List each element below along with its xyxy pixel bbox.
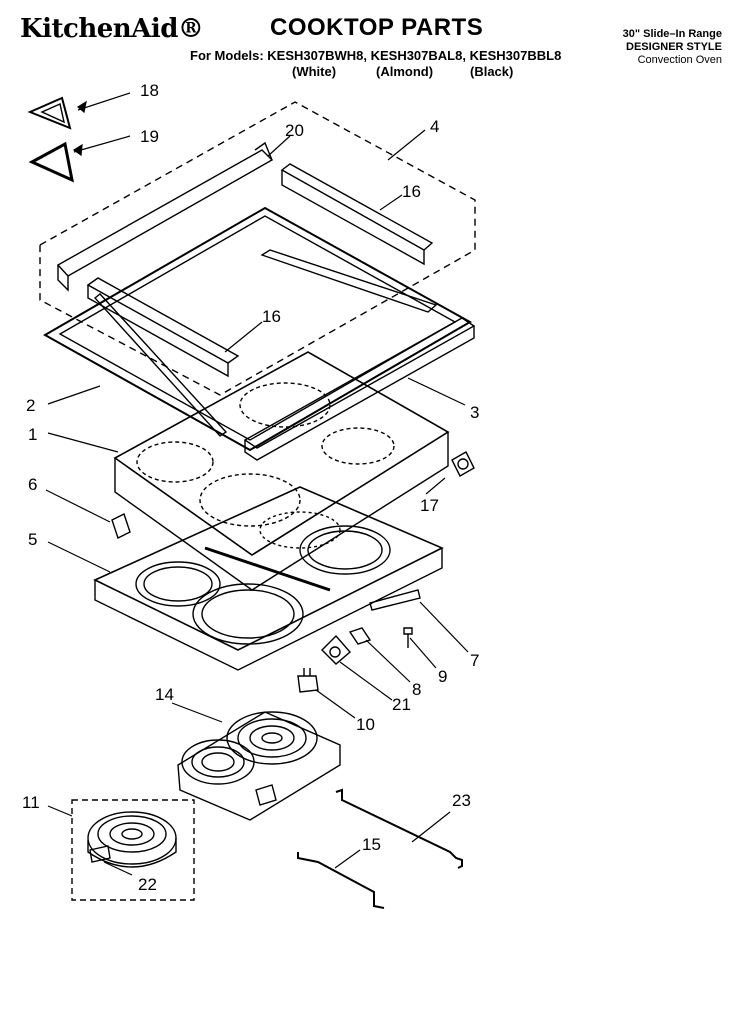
part-7-brace [369,589,421,611]
part-18-badge [27,96,72,130]
model-numbers: For Models: KESH307BWH8, KESH307BAL8, KE… [190,48,562,63]
part-15-rod [297,852,385,909]
callout-6: 6 [28,475,37,494]
part-19-triangle [28,141,75,183]
part-8-bracket [348,627,372,645]
callout-11: 11 [22,793,40,812]
part-5-burner-box [93,486,444,671]
callout-20: 20 [285,121,304,140]
page-title: COOKTOP PARTS [270,14,484,41]
finish-black: (Black) [470,64,514,79]
finish-almond: (Almond) [376,64,434,79]
callout-22: 22 [138,875,157,894]
callout-9: 9 [438,667,447,686]
part-14-element-assembly [177,711,341,821]
callout-14: 14 [155,685,174,704]
left-trim [93,293,228,437]
part-6-clip [111,513,131,539]
callout-16-upper: 16 [402,182,421,201]
callout-7: 7 [470,651,479,670]
callout-1: 1 [28,425,37,444]
range-oven: Convection Oven [637,54,722,66]
callout-leaders [45,92,469,876]
callout-21: 21 [392,695,411,714]
part-21-indicator [321,634,351,665]
part-3-front-trim [243,317,476,461]
part-10-terminal [297,668,319,693]
part-9-screw [403,627,413,648]
rear-trim [260,249,438,313]
callout-17: 17 [420,496,439,515]
callout-labels: 18 19 20 4 16 16 2 3 1 6 17 5 7 9 8 21 1… [22,81,479,894]
brand-logo: KitchenAid® [20,14,204,44]
part-2-frame [42,206,473,452]
part-16-side-trim-right [280,163,434,266]
callout-8: 8 [412,680,421,699]
part-1-glass-top [113,351,450,591]
callout-15: 15 [362,835,381,854]
callout-3: 3 [470,403,479,422]
part-11-dashed-box [71,799,195,901]
callout-16-lower: 16 [262,307,281,326]
callout-2: 2 [26,396,35,415]
part-20-rear-bracket [56,141,274,292]
range-type: 30" Slide–In Range [622,28,722,40]
part-11-element [87,811,177,868]
part-23-rod [335,788,463,869]
callout-23: 23 [452,791,471,810]
part-17-switch [451,451,475,477]
callout-18: 18 [140,81,159,100]
callout-5: 5 [28,530,37,549]
part-16-side-trim-left [86,277,240,378]
range-style: DESIGNER STYLE [626,41,722,53]
callout-10: 10 [356,715,375,734]
callout-4: 4 [430,117,439,136]
finish-white: (White) [292,64,337,79]
trim-kit-dashed-outline [39,101,476,396]
callout-19: 19 [140,127,159,146]
